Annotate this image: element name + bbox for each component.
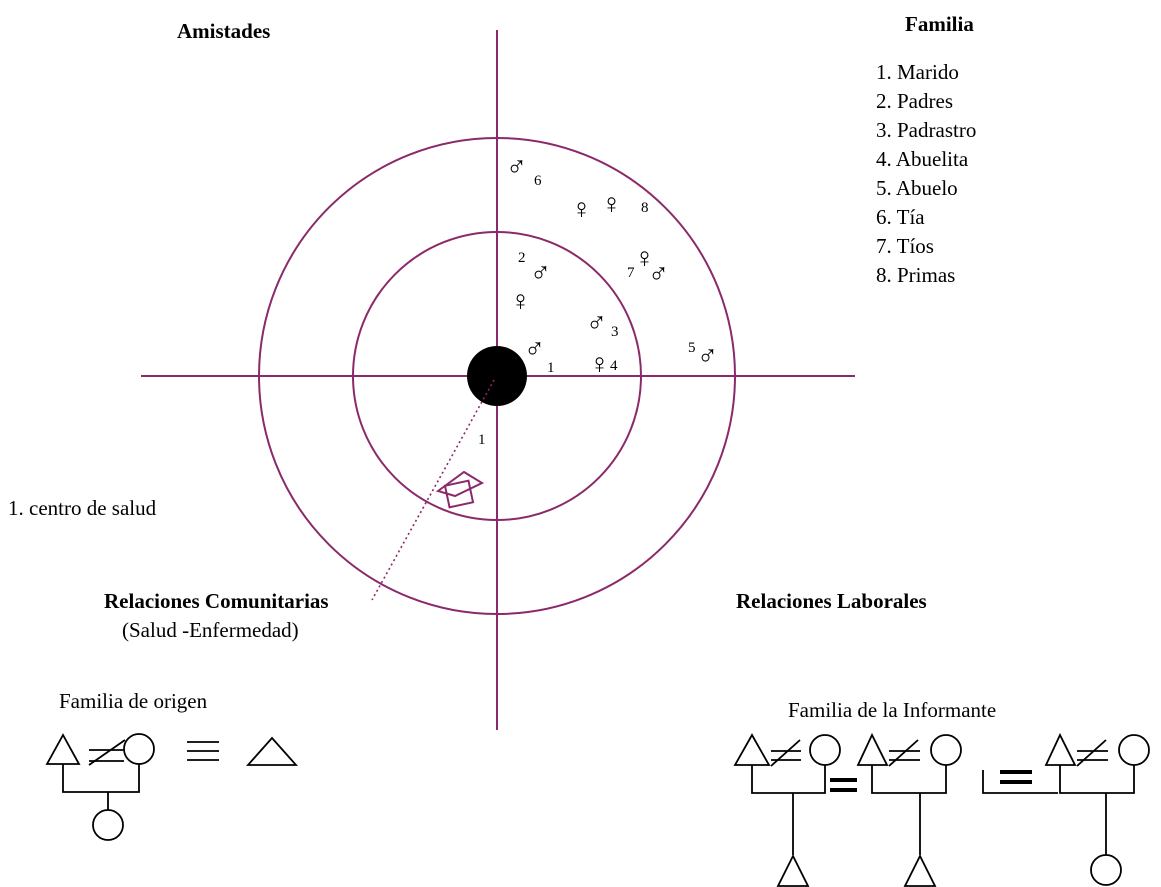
- male-symbol-icon: ♂: [530, 258, 551, 289]
- heading-familia: Familia: [905, 12, 974, 36]
- ecomap-members: ♂ 6 ♀ ♀ 8 ♀ ♂ 7 2 ♂ ♀ ♂ 3 ♂ 1 ♀ 4 5 ♂: [506, 152, 718, 380]
- ecomap-rings: [141, 30, 855, 730]
- marido-number: 1: [547, 360, 555, 376]
- male-symbol-icon: ♂: [648, 259, 669, 290]
- community-legend-item: 1. centro de salud: [8, 496, 157, 520]
- mother-circle-icon: [123, 733, 155, 765]
- informant-center-dot: [467, 346, 527, 406]
- male-symbol-icon: ♂: [586, 308, 607, 339]
- outer-ring: [258, 137, 736, 615]
- child-circle-icon: [92, 809, 124, 841]
- tios-number: 7: [627, 265, 635, 281]
- informant-family-label: Familia de la Informante: [788, 698, 996, 722]
- male-symbol-icon: ♂: [506, 152, 527, 183]
- female-symbol-icon: ♀: [601, 189, 622, 220]
- female-symbol-icon: ♀: [589, 349, 610, 380]
- familia-legend: 1. Marido 2. Padres 3. Padrastro 4. Abue…: [876, 60, 976, 287]
- heading-amistades: Amistades: [177, 19, 270, 43]
- padrastro-number: 3: [611, 324, 619, 340]
- origin-family-genogram: [45, 733, 299, 841]
- informant-family-genogram: [733, 732, 1150, 887]
- familia-legend-item: 8. Primas: [876, 263, 955, 287]
- heading-relaciones-laborales: Relaciones Laborales: [736, 589, 927, 613]
- female-symbol-icon: ♀: [510, 286, 531, 317]
- subheading-salud-enfermedad: (Salud -Enfermedad): [122, 618, 299, 642]
- female-symbol-icon: ♀: [571, 194, 592, 225]
- familia-legend-item: 5. Abuelo: [876, 176, 958, 200]
- origin-family-label: Familia de origen: [59, 689, 208, 713]
- familia-legend-item: 7. Tíos: [876, 234, 934, 258]
- familia-legend-item: 6. Tía: [876, 205, 925, 229]
- padres-number: 2: [518, 250, 526, 266]
- female-symbol-icon: ♀: [634, 243, 655, 274]
- father-triangle-icon: [45, 733, 81, 765]
- familia-legend-item: 3. Padrastro: [876, 118, 976, 142]
- male-symbol-icon: ♂: [524, 334, 545, 365]
- familia-legend-item: 4. Abuelita: [876, 147, 969, 171]
- tia-number: 6: [534, 173, 542, 189]
- male-symbol-icon: ♂: [697, 341, 718, 372]
- familia-legend-item: 2. Padres: [876, 89, 953, 113]
- heading-relaciones-comunitarias: Relaciones Comunitarias: [104, 589, 329, 613]
- health-center-link: [371, 379, 495, 601]
- health-center-number: 1: [478, 432, 486, 448]
- health-center-house-icon: [435, 470, 485, 509]
- triangle-icon: [245, 736, 299, 766]
- familia-legend-item: 1. Marido: [876, 60, 959, 84]
- inner-ring: [352, 231, 642, 521]
- abuelo-number: 5: [688, 340, 696, 356]
- primas-number: 8: [641, 200, 649, 216]
- abuelita-number: 4: [610, 358, 618, 374]
